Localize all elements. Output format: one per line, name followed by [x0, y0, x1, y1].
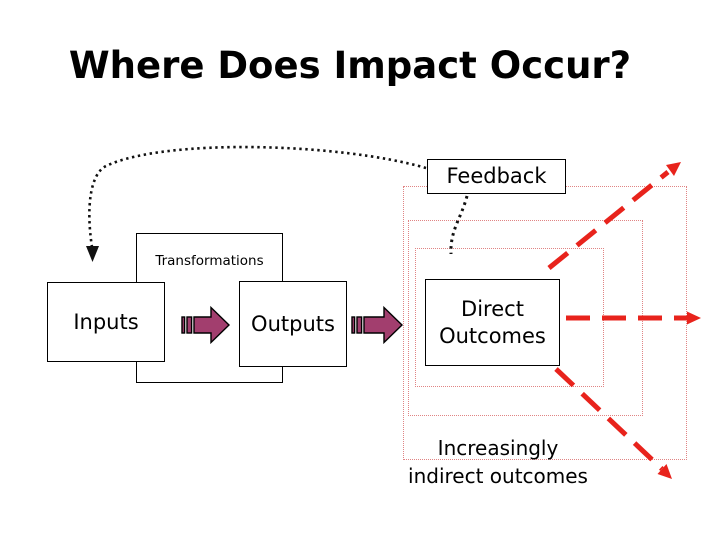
- outputs-label: Outputs: [251, 311, 335, 336]
- transformations-label: Transformations: [155, 253, 264, 269]
- outputs-to-outcomes-arrow: [351, 305, 404, 345]
- indirect-outcomes-caption: Increasingly indirect outcomes: [408, 436, 588, 489]
- outputs-box: Outputs: [239, 281, 347, 367]
- feedback-label: Feedback: [446, 164, 547, 189]
- inputs-box: Inputs: [47, 282, 165, 362]
- slide-title: Where Does Impact Occur?: [68, 44, 632, 87]
- feedback-loop-arrowhead: [86, 246, 99, 262]
- direct-outcomes-box: Direct Outcomes: [425, 279, 560, 366]
- feedback-box: Feedback: [427, 159, 566, 194]
- direct-outcomes-label: Direct Outcomes: [439, 297, 546, 348]
- inputs-label: Inputs: [73, 309, 139, 334]
